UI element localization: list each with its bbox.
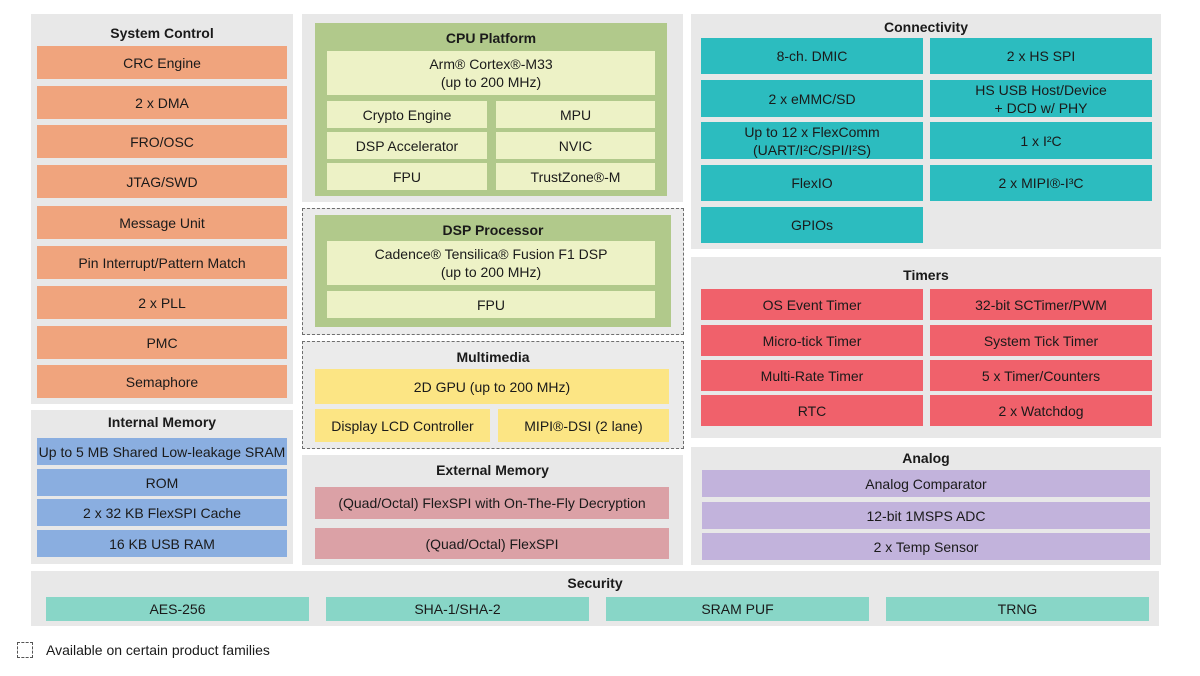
dashed-box-legend-icon (17, 642, 33, 658)
sctimer-pwm-block: 32-bit SCTimer/PWM (930, 289, 1152, 320)
aes-256-block: AES-256 (46, 597, 309, 621)
mpu-block: MPU (496, 101, 655, 128)
rtc-block: RTC (701, 395, 923, 426)
gpios-block: GPIOs (701, 207, 923, 243)
dsp-processor-outer: DSP Processor Cadence® Tensilica® Fusion… (302, 208, 684, 335)
trustzone-block: TrustZone®-M (496, 163, 655, 190)
pll-block: 2 x PLL (37, 286, 287, 319)
os-event-timer-block: OS Event Timer (701, 289, 923, 320)
cortex-m33-name: Arm® Cortex®-M33 (429, 56, 553, 72)
cpu-platform-panel: CPU Platform Arm® Cortex®-M33 (up to 200… (315, 23, 667, 196)
timers-panel: Timers OS Event Timer Micro-tick Timer M… (691, 257, 1161, 438)
fusion-f1-speed: (up to 200 MHz) (440, 264, 542, 280)
hs-usb-block: HS USB Host/Device + DCD w/ PHY (930, 80, 1152, 117)
security-panel: Security AES-256 SHA-1/SHA-2 SRAM PUF TR… (31, 571, 1159, 626)
lcd-controller-block: Display LCD Controller (315, 409, 490, 442)
hs-usb-label-2: + DCD w/ PHY (994, 99, 1088, 116)
adc-block: 12-bit 1MSPS ADC (702, 502, 1150, 529)
dsp-fpu-block: FPU (327, 291, 655, 318)
crypto-engine-block: Crypto Engine (327, 101, 487, 128)
semaphore-block: Semaphore (37, 365, 287, 398)
pmc-block: PMC (37, 326, 287, 359)
hs-spi-block: 2 x HS SPI (930, 38, 1152, 74)
gpu-block: 2D GPU (up to 200 MHz) (315, 369, 669, 404)
system-control-panel: System Control CRC Engine 2 x DMA FRO/OS… (31, 14, 293, 404)
external-memory-title: External Memory (436, 462, 549, 478)
flexio-block: FlexIO (701, 165, 923, 201)
dsp-accelerator-block: DSP Accelerator (327, 132, 487, 159)
multi-rate-timer-block: Multi-Rate Timer (701, 360, 923, 391)
internal-memory-title: Internal Memory (107, 414, 217, 430)
analog-panel: Analog Analog Comparator 12-bit 1MSPS AD… (691, 447, 1161, 565)
pin-interrupt-block: Pin Interrupt/Pattern Match (37, 246, 287, 279)
nvic-block: NVIC (496, 132, 655, 159)
multimedia-panel: Multimedia 2D GPU (up to 200 MHz) Displa… (302, 341, 684, 449)
i2c-block: 1 x I²C (930, 122, 1152, 159)
dma-block: 2 x DMA (37, 86, 287, 119)
flexspi-otfad-block: (Quad/Octal) FlexSPI with On-The-Fly Dec… (315, 487, 669, 519)
analog-comparator-block: Analog Comparator (702, 470, 1150, 497)
dsp-processor-panel: DSP Processor Cadence® Tensilica® Fusion… (315, 215, 671, 327)
external-memory-panel: External Memory (Quad/Octal) FlexSPI wit… (302, 455, 683, 565)
watchdog-block: 2 x Watchdog (930, 395, 1152, 426)
timers-title: Timers (903, 267, 949, 283)
system-control-title: System Control (110, 25, 214, 41)
connectivity-panel: Connectivity 8-ch. DMIC 2 x eMMC/SD Up t… (691, 14, 1161, 249)
crc-engine-block: CRC Engine (37, 46, 287, 79)
sram-puf-block: SRAM PUF (606, 597, 869, 621)
cortex-m33-block: Arm® Cortex®-M33 (up to 200 MHz) (327, 51, 655, 95)
internal-memory-panel: Internal Memory Up to 5 MB Shared Low-le… (31, 410, 293, 564)
timer-counters-block: 5 x Timer/Counters (930, 360, 1152, 391)
multimedia-title: Multimedia (456, 349, 530, 365)
message-unit-block: Message Unit (37, 206, 287, 239)
sha-block: SHA-1/SHA-2 (326, 597, 589, 621)
fusion-f1-name: Cadence® Tensilica® Fusion F1 DSP (374, 246, 608, 262)
fusion-f1-dsp-block: Cadence® Tensilica® Fusion F1 DSP (up to… (327, 241, 655, 285)
fro-osc-block: FRO/OSC (37, 125, 287, 158)
security-title: Security (567, 575, 623, 591)
legend-text: Available on certain product families (46, 642, 270, 658)
cpu-platform-title: CPU Platform (445, 30, 537, 46)
emmc-sd-block: 2 x eMMC/SD (701, 80, 923, 117)
mipi-i3c-block: 2 x MIPI®-I³C (930, 165, 1152, 201)
cpu-platform-outer: CPU Platform Arm® Cortex®-M33 (up to 200… (302, 14, 683, 202)
shared-sram-block: Up to 5 MB Shared Low-leakage SRAM (37, 438, 287, 465)
jtag-swd-block: JTAG/SWD (37, 165, 287, 198)
dsp-processor-title: DSP Processor (442, 222, 544, 238)
flexspi-cache-block: 2 x 32 KB FlexSPI Cache (37, 499, 287, 526)
flexcomm-label-1: Up to 12 x FlexComm (744, 123, 880, 140)
flexcomm-label-2: (UART/I²C/SPI/I²S) (753, 141, 871, 158)
hs-usb-label-1: HS USB Host/Device (975, 81, 1107, 98)
dmic-block: 8-ch. DMIC (701, 38, 923, 74)
connectivity-title: Connectivity (883, 19, 968, 35)
mipi-dsi-block: MIPI®-DSI (2 lane) (498, 409, 669, 442)
flexcomm-block: Up to 12 x FlexComm (UART/I²C/SPI/I²S) (701, 122, 923, 159)
cpu-fpu-block: FPU (327, 163, 487, 190)
usb-ram-block: 16 KB USB RAM (37, 530, 287, 557)
cortex-m33-speed: (up to 200 MHz) (440, 74, 542, 90)
micro-tick-timer-block: Micro-tick Timer (701, 325, 923, 356)
system-tick-timer-block: System Tick Timer (930, 325, 1152, 356)
flexspi-block: (Quad/Octal) FlexSPI (315, 528, 669, 559)
rom-block: ROM (37, 469, 287, 496)
temp-sensor-block: 2 x Temp Sensor (702, 533, 1150, 560)
analog-title: Analog (902, 450, 950, 466)
trng-block: TRNG (886, 597, 1149, 621)
